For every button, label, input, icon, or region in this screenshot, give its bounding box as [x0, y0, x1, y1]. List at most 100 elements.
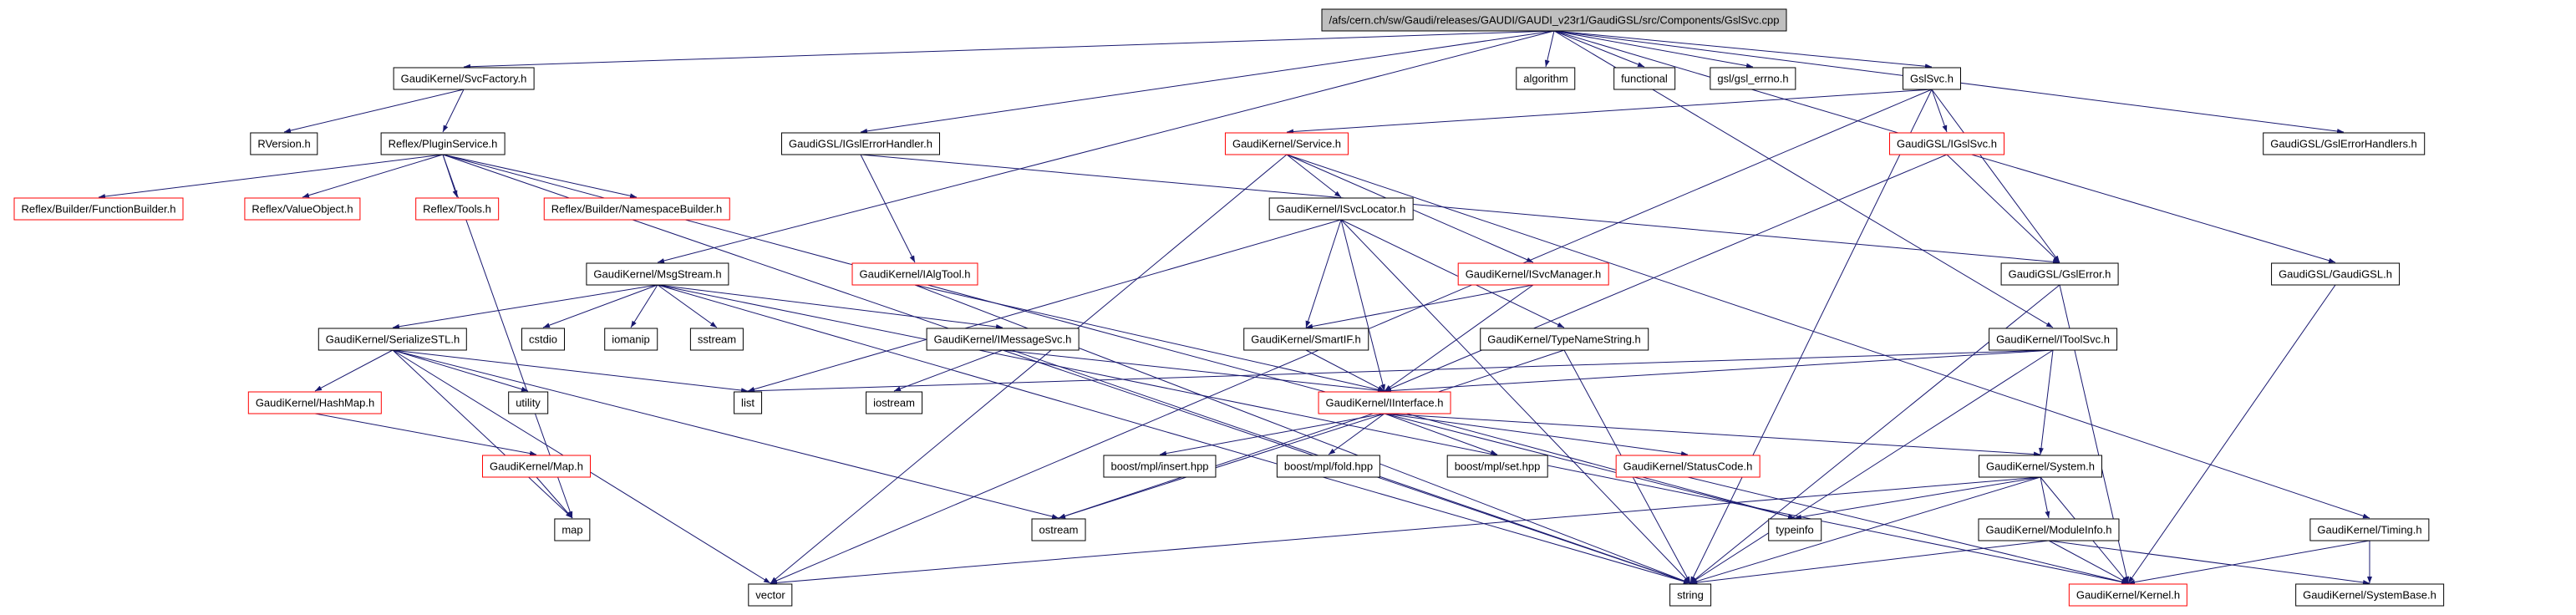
graph-node-cpp[interactable]: /afs/cern.ch/sw/Gaudi/releases/GAUDI/GAU…: [1321, 8, 1787, 32]
include-edge-isvclocator-smartif: [1305, 219, 1342, 328]
graph-node-pluginservice[interactable]: Reflex/PluginService.h: [380, 132, 506, 155]
include-edge-serializestl-utility: [392, 349, 529, 392]
include-edge-gaudigsl-kernel: [2127, 284, 2336, 584]
include-edge-imessagesvc-iostream: [893, 349, 1003, 392]
graph-node-iostream[interactable]: iostream: [866, 391, 922, 414]
graph-node-gslerrorhandlers[interactable]: GaudiGSL/GslErrorHandlers.h: [2263, 132, 2425, 155]
graph-node-typenamestring[interactable]: GaudiKernel/TypeNameString.h: [1480, 328, 1649, 351]
include-edge-iinterface-statuscode: [1384, 413, 1689, 456]
graph-node-valueobject[interactable]: Reflex/ValueObject.h: [244, 197, 361, 221]
graph-node-functional[interactable]: functional: [1613, 67, 1675, 90]
include-edge-igslerrorhandler-ialgtool: [860, 154, 916, 263]
graph-node-cstdio[interactable]: cstdio: [521, 328, 565, 351]
include-edge-isvcmanager-smartif: [1305, 284, 1534, 329]
include-edge-itoolsvc-iinterface: [1384, 349, 2054, 394]
include-edge-statuscode-kernel: [1687, 476, 2129, 585]
graph-node-timing[interactable]: GaudiKernel/Timing.h: [2309, 518, 2430, 541]
graph-node-isvclocator[interactable]: GaudiKernel/ISvcLocator.h: [1268, 197, 1414, 221]
graph-node-statuscode[interactable]: GaudiKernel/StatusCode.h: [1615, 455, 1761, 478]
graph-node-string[interactable]: string: [1669, 583, 1711, 607]
include-edge-cpp-svcfactory: [463, 30, 1555, 69]
graph-node-system[interactable]: GaudiKernel/System.h: [1978, 455, 2103, 478]
graph-node-gslerror[interactable]: GaudiGSL/GslError.h: [2000, 262, 2119, 286]
include-edge-system-string: [1689, 476, 2041, 584]
graph-node-list[interactable]: list: [734, 391, 762, 414]
include-edge-cpp-gslerrno: [1553, 30, 1754, 69]
include-edge-isvclocator-iinterface: [1340, 219, 1385, 392]
include-edge-serializestl-list: [392, 349, 749, 394]
include-edge-msgstream-iomanip: [630, 284, 658, 328]
include-edge-system-moduleinfo: [2040, 476, 2050, 519]
include-edge-iinterface-system: [1384, 413, 2041, 457]
graph-node-typeinfo[interactable]: typeinfo: [1768, 518, 1821, 541]
include-edge-pluginservice-funcbuilder: [98, 154, 444, 199]
graph-node-isvcmanager[interactable]: GaudiKernel/ISvcManager.h: [1457, 262, 1609, 286]
graph-node-moduleinfo[interactable]: GaudiKernel/ModuleInfo.h: [1978, 518, 2120, 541]
graph-node-mplinsert[interactable]: boost/mpl/insert.hpp: [1103, 455, 1217, 478]
include-edge-msgstream-imessagesvc: [657, 284, 1003, 329]
include-edge-itoolsvc-list: [747, 349, 2054, 394]
graph-node-svcfactory[interactable]: GaudiKernel/SvcFactory.h: [393, 67, 535, 90]
include-edge-gslsvch-service: [1286, 89, 1933, 135]
graph-node-iinterface[interactable]: GaudiKernel/IInterface.h: [1318, 391, 1451, 414]
include-edge-itoolsvc-system: [2038, 349, 2054, 455]
graph-node-ialgtool[interactable]: GaudiKernel/IAlgTool.h: [851, 262, 978, 286]
graph-node-algorithm[interactable]: algorithm: [1516, 67, 1576, 90]
include-edge-system-vector: [770, 476, 2041, 586]
graph-node-nsbuilder[interactable]: Reflex/Builder/NamespaceBuilder.h: [543, 197, 730, 221]
include-edge-iinterface-mplfold: [1328, 413, 1385, 455]
include-edge-imessagesvc-iinterface: [1002, 349, 1385, 394]
include-edge-itoolsvc-string: [1689, 349, 2054, 584]
graph-node-mplset[interactable]: boost/mpl/set.hpp: [1446, 455, 1548, 478]
graph-node-itoolsvc[interactable]: GaudiKernel/IToolSvc.h: [1989, 328, 2117, 351]
graph-node-rversion[interactable]: RVersion.h: [250, 132, 318, 155]
graph-node-hashmap[interactable]: GaudiKernel/HashMap.h: [247, 391, 383, 414]
include-edge-service-isvclocator: [1286, 154, 1342, 198]
graph-node-iomanip[interactable]: iomanip: [604, 328, 658, 351]
include-edge-isvcmanager-iinterface: [1384, 284, 1534, 392]
include-edge-hashmap-gaudimap: [314, 413, 537, 456]
include-edge-serializestl-hashmap: [314, 349, 394, 392]
graph-node-service[interactable]: GaudiKernel/Service.h: [1224, 132, 1349, 155]
graph-node-utility[interactable]: utility: [508, 391, 548, 414]
graph-node-mplfold[interactable]: boost/mpl/fold.hpp: [1276, 455, 1381, 478]
graph-node-stdmap[interactable]: map: [554, 518, 591, 541]
graph-node-sstream[interactable]: sstream: [689, 328, 744, 351]
include-edge-smartif-iinterface: [1305, 349, 1385, 392]
include-edge-msgstream-kernel: [657, 284, 2129, 585]
include-edge-serializestl-stdmap: [392, 349, 573, 519]
include-edge-msgstream-serializestl: [392, 284, 658, 329]
include-edge-isvclocator-string: [1340, 219, 1691, 584]
graph-node-gslsvch[interactable]: GslSvc.h: [1902, 67, 1962, 90]
include-edge-moduleinfo-systembase: [2048, 540, 2370, 585]
graph-node-smartif[interactable]: GaudiKernel/SmartIF.h: [1243, 328, 1369, 351]
graph-node-gaudimap[interactable]: GaudiKernel/Map.h: [481, 455, 592, 478]
include-edge-isvclocator-list: [747, 219, 1342, 392]
include-edge-cpp-algorithm: [1544, 30, 1555, 68]
include-edge-moduleinfo-string: [1689, 540, 2050, 586]
graph-node-igslerrorhandler[interactable]: GaudiGSL/IGslErrorHandler.h: [781, 132, 940, 155]
graph-node-msgstream[interactable]: GaudiKernel/MsgStream.h: [586, 262, 729, 286]
graph-node-reflextools[interactable]: Reflex/Tools.h: [415, 197, 499, 221]
include-edge-moduleinfo-kernel: [2048, 540, 2129, 584]
graph-node-systembase[interactable]: GaudiKernel/SystemBase.h: [2295, 583, 2444, 607]
include-edge-cpp-igslerrorhandler: [860, 30, 1555, 134]
include-edge-iinterface-ostream: [1058, 413, 1385, 519]
include-edge-pluginservice-nsbuilder: [442, 154, 638, 199]
graph-node-ostream[interactable]: ostream: [1031, 518, 1086, 541]
graph-node-kernel[interactable]: GaudiKernel/Kernel.h: [2068, 583, 2188, 607]
include-edge-cpp-functional: [1553, 30, 1645, 68]
graph-node-gaudigsl[interactable]: GaudiGSL/GaudiGSL.h: [2271, 262, 2400, 286]
include-edge-serializestl-ostream: [392, 349, 1059, 519]
graph-node-vector[interactable]: vector: [748, 583, 793, 607]
graph-node-serializestl[interactable]: GaudiKernel/SerializeSTL.h: [318, 328, 468, 351]
include-edge-igslsvc-iinterface: [1384, 154, 1948, 392]
include-edge-igslerrorhandler-gslerror: [860, 154, 2060, 265]
graph-node-funcbuilder[interactable]: Reflex/Builder/FunctionBuilder.h: [13, 197, 184, 221]
graph-node-igslsvc[interactable]: GaudiGSL/IGslSvc.h: [1889, 132, 2004, 155]
graph-node-imessagesvc[interactable]: GaudiKernel/IMessageSvc.h: [926, 328, 1080, 351]
graph-node-gslerrno[interactable]: gsl/gsl_errno.h: [1710, 67, 1796, 90]
include-edge-iinterface-typeinfo: [1384, 413, 1796, 519]
include-edge-msgstream-string: [657, 284, 1691, 584]
